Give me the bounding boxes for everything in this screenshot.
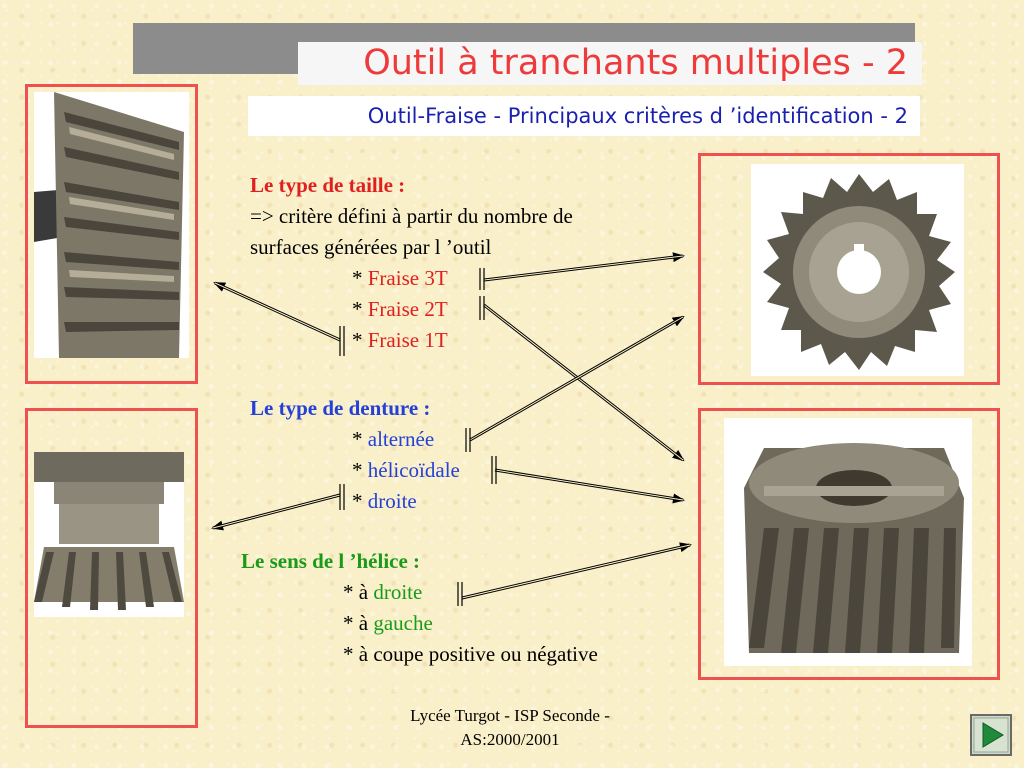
helical-cutter-image	[724, 418, 972, 666]
footer-line1: Lycée Turgot - ISP Seconde -	[410, 706, 610, 725]
footer: Lycée Turgot - ISP Seconde - AS:2000/200…	[360, 704, 660, 752]
play-next-icon	[973, 717, 1009, 753]
slide-title: Outil à tranchants multiples - 2	[363, 43, 908, 83]
denture-heading: Le type de denture :	[250, 396, 431, 420]
helice-item-droite: * à droite	[343, 580, 423, 604]
frame-top-right	[698, 153, 1000, 385]
helice-item-gauche: * à gauche	[343, 611, 433, 635]
slide-subtitle: Outil-Fraise - Principaux critères d ’id…	[367, 104, 908, 128]
disc-cutter-image	[751, 164, 964, 376]
frame-top-left	[25, 84, 198, 384]
taille-line1: => critère défini à partir du nombre de	[250, 204, 573, 228]
taille-heading: Le type de taille :	[250, 173, 406, 197]
subtitle-box	[248, 96, 920, 136]
denture-item-helicoidale: * hélicoïdale	[352, 458, 460, 482]
angle-cutter-image	[34, 452, 184, 617]
section-helice: Le sens de l ’hélice : * à droite * à ga…	[241, 546, 691, 670]
helice-item-coupe: * à coupe positive ou négative	[343, 642, 598, 666]
taille-item-3t: * Fraise 3T	[352, 266, 448, 290]
section-taille: Le type de taille : => critère défini à …	[250, 170, 690, 356]
denture-item-alternee: * alternée	[352, 427, 435, 451]
section-denture: Le type de denture : * alternée * hélico…	[250, 393, 690, 517]
taille-item-2t: * Fraise 2T	[352, 297, 448, 321]
title-box	[298, 42, 922, 85]
next-slide-button[interactable]	[970, 714, 1012, 756]
end-mill-straight-image	[34, 92, 189, 358]
helice-heading: Le sens de l ’hélice :	[241, 549, 421, 573]
denture-item-droite: * droite	[352, 489, 417, 513]
taille-line2: surfaces générées par l ’outil	[250, 235, 492, 259]
taille-item-1t: * Fraise 1T	[352, 328, 448, 352]
footer-line2: AS:2000/2001	[460, 730, 560, 749]
frame-bottom-left	[25, 408, 198, 728]
frame-bottom-right	[698, 408, 1000, 680]
